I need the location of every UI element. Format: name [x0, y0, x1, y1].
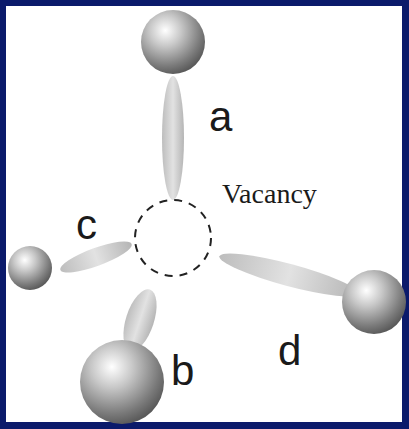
lobe-a	[162, 76, 184, 200]
atom-c	[8, 246, 52, 290]
bond-label: b	[171, 350, 194, 392]
bond-label: d	[278, 330, 301, 372]
bond-label: c	[76, 204, 97, 246]
atom-d	[342, 270, 406, 334]
atom-a	[141, 10, 205, 74]
bond-label: a	[209, 96, 232, 138]
vacancy-circle	[135, 200, 211, 276]
lobe-d	[217, 246, 362, 305]
panel	[6, 6, 402, 422]
atom-b	[80, 340, 164, 424]
vacancy-label: Vacancy	[222, 180, 317, 208]
